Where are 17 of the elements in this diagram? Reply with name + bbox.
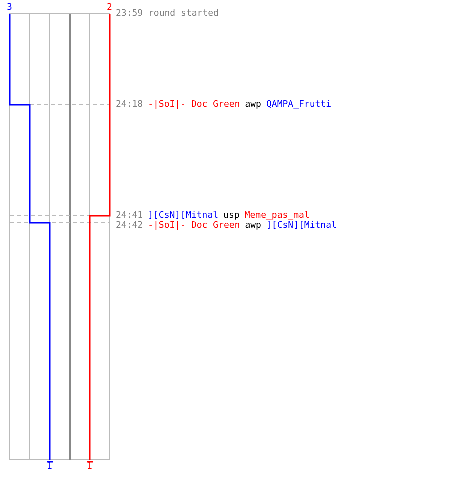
player-name: ][CsN][Mitnal bbox=[148, 211, 219, 221]
timestamp: 24:41 bbox=[116, 211, 144, 221]
timestamp: 24:18 bbox=[116, 100, 144, 110]
count-number: 3 bbox=[7, 3, 12, 13]
weapon-name: awp bbox=[245, 221, 262, 231]
event-text: 23:59 round started bbox=[116, 9, 219, 19]
count-number: 1 bbox=[87, 462, 92, 472]
weapon-name: awp bbox=[245, 100, 262, 110]
player-name: Meme_pas_mal bbox=[244, 211, 310, 221]
count-number: 2 bbox=[107, 3, 112, 13]
weapon-name: usp bbox=[224, 211, 240, 221]
player-name: ][CsN][Mitnal bbox=[266, 221, 337, 231]
count-number: 1 bbox=[47, 462, 52, 472]
timestamp: 24:42 bbox=[116, 221, 144, 231]
player-name: QAMPA_Frutti bbox=[266, 100, 332, 110]
player-name: -|SoI|- Doc Green bbox=[148, 221, 240, 231]
player-name: -|SoI|- Doc Green bbox=[148, 100, 240, 110]
